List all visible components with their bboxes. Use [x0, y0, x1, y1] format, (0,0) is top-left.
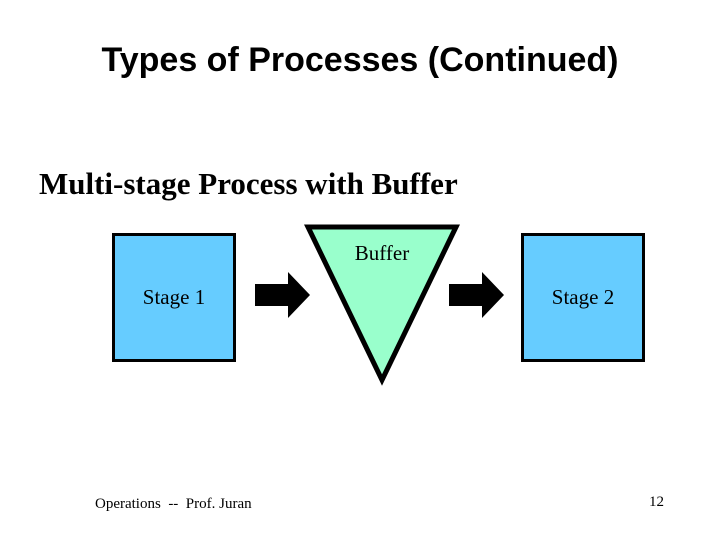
slide-heading: Multi-stage Process with Buffer: [39, 166, 458, 201]
stage1-box: Stage 1: [112, 233, 236, 362]
page-number: 12: [649, 494, 664, 510]
slide-title: Types of Processes (Continued): [101, 41, 619, 79]
footer-credit: Operations -- Prof. Juran: [95, 496, 252, 512]
stage2-label: Stage 2: [551, 285, 615, 309]
flow-arrow-right-icon: [449, 272, 504, 318]
stage1-label: Stage 1: [142, 285, 206, 309]
stage2-box: Stage 2: [521, 233, 645, 362]
flow-arrow-right-icon: [255, 272, 310, 318]
buffer-triangle-shape: [304, 224, 460, 386]
buffer-label: Buffer: [354, 241, 410, 265]
